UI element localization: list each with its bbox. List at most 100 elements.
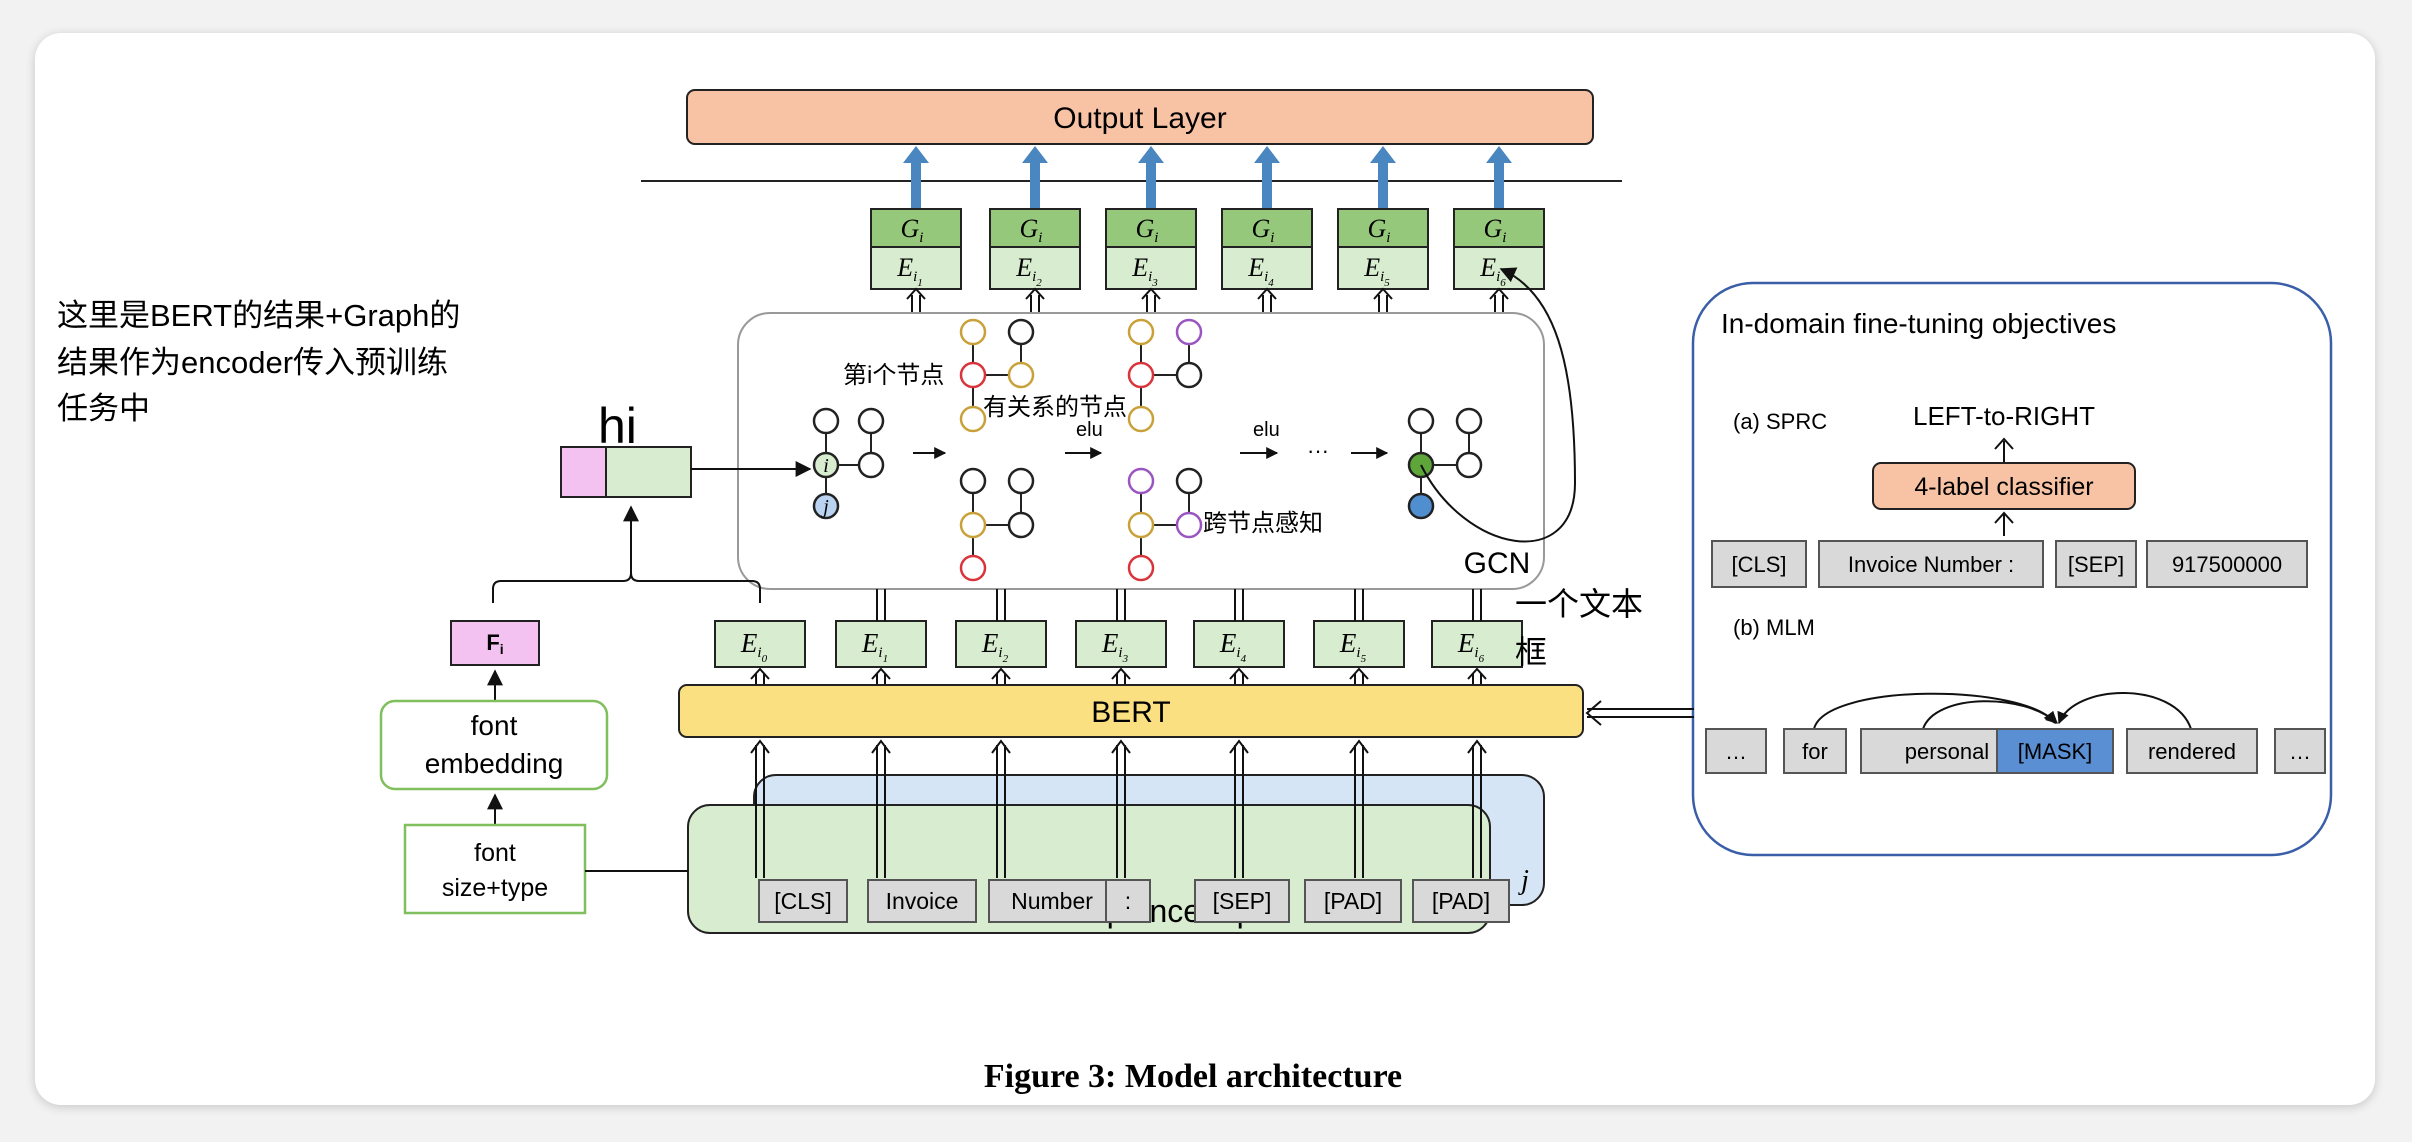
hi-bracket xyxy=(492,572,761,603)
e-box-lower xyxy=(1313,620,1405,668)
token-label: Invoice xyxy=(886,888,959,914)
sequence-token: [PAD] xyxy=(1304,739,1402,923)
e-box-lower xyxy=(1431,620,1523,668)
sequence-token: : xyxy=(1105,739,1151,923)
blue-arrow-head xyxy=(1138,146,1164,163)
g-box xyxy=(1453,208,1545,248)
e-label-lower: Ei1 xyxy=(861,628,888,665)
double-arrow xyxy=(1257,287,1277,313)
e-box-upper xyxy=(1105,246,1197,290)
double-arrow xyxy=(1229,667,1249,685)
font-size-type-line-2: size+type xyxy=(442,874,548,902)
font-embedding-box xyxy=(379,699,609,791)
graph-node xyxy=(1007,361,1035,389)
text-box-annotation-2: 框 xyxy=(1515,634,1547,670)
e-box-upper xyxy=(989,246,1081,290)
e-label-lower: Ei0 xyxy=(740,628,768,665)
blue-arrow-head xyxy=(903,146,929,163)
graph-node xyxy=(1007,467,1035,495)
font-embedding-line-1: font xyxy=(471,710,518,741)
finetune-title: In-domain fine-tuning objectives xyxy=(1721,308,2116,339)
elu-label-2: elu xyxy=(1253,419,1280,441)
e-label-upper: Ei5 xyxy=(1363,253,1390,289)
token-label: [PAD] xyxy=(1324,888,1382,914)
double-arrow xyxy=(871,667,891,685)
elu-label-1: elu xyxy=(1076,419,1103,441)
e-label-upper: Ei3 xyxy=(1131,253,1158,289)
sprc-token: [CLS] xyxy=(1711,540,1807,588)
sprc-token-box xyxy=(1711,540,1807,588)
g-label: Gi xyxy=(1020,214,1043,246)
g-label: Gi xyxy=(901,214,924,246)
e-to-gcn-double-line xyxy=(876,589,886,621)
bert-label: BERT xyxy=(1091,696,1170,729)
sprc-token-label: [SEP] xyxy=(2068,552,2124,577)
graph-node xyxy=(959,318,987,346)
token-box xyxy=(1412,879,1510,923)
gcn-ellipsis: ··· xyxy=(1307,438,1329,463)
hi-font-part xyxy=(560,446,607,498)
g-label: Gi xyxy=(1136,214,1159,246)
e-label-upper: Ei6 xyxy=(1479,253,1506,289)
token-label: [PAD] xyxy=(1432,888,1490,914)
e-box-lower xyxy=(1075,620,1167,668)
g-label: Gi xyxy=(1252,214,1275,246)
seq-j-label: j xyxy=(1518,865,1529,896)
token-box xyxy=(758,879,848,923)
e-label-lower: Ei5 xyxy=(1339,628,1367,665)
sprc-token-label: [CLS] xyxy=(1731,552,1786,577)
e-box-lower xyxy=(955,620,1047,668)
g-label: Gi xyxy=(1484,214,1507,246)
gcn-box xyxy=(737,312,1545,590)
graph-node xyxy=(1127,405,1155,433)
e-stack-item: Ei6 xyxy=(1431,589,1523,685)
double-arrow xyxy=(1467,667,1487,685)
text-box-annotation-1: 一个文本 xyxy=(1515,586,1643,622)
token-box xyxy=(867,879,977,923)
e-to-gcn-double-line xyxy=(1354,589,1364,621)
f-box xyxy=(450,620,540,666)
sprc-token-label: Invoice Number : xyxy=(1848,552,2014,577)
g-box xyxy=(1221,208,1313,248)
blue-arrow-head xyxy=(1486,146,1512,163)
e-label-lower: Ei2 xyxy=(981,628,1009,665)
node-j-letter: j xyxy=(820,496,829,518)
e-stack-item: Ei3 xyxy=(1075,589,1167,685)
classifier-box xyxy=(1872,462,2136,510)
hi-bert-part xyxy=(605,446,692,498)
sprc-label: (a) SPRC xyxy=(1733,409,1827,434)
blue-arrow-shaft xyxy=(1262,161,1272,209)
node-i-letter: i xyxy=(823,455,829,477)
graph-node-target xyxy=(959,361,987,389)
graph-node xyxy=(959,405,987,433)
mlm-token-label: rendered xyxy=(2148,739,2236,764)
token-to-bert-arrow xyxy=(1349,739,1369,878)
sprc-token-label: 917500000 xyxy=(2172,552,2282,577)
sequence-token: [PAD] xyxy=(1412,739,1510,923)
graph-node-target xyxy=(1127,554,1155,582)
sprc-token: [SEP] xyxy=(2055,540,2137,588)
graph-node xyxy=(1007,318,1035,346)
gcn-label: GCN xyxy=(1464,547,1531,580)
font-size-type-line-1: font xyxy=(474,839,516,867)
figure-card: 这里是BERT的结果+Graph的 结果作为encoder传入预训练 任务中 O… xyxy=(35,33,2375,1105)
e-stack-item: Ei1 xyxy=(835,589,927,685)
graph-node xyxy=(857,407,885,435)
blue-arrow-head xyxy=(1022,146,1048,163)
note-line-3: 任务中 xyxy=(57,391,150,426)
blue-arrow-shaft xyxy=(1494,161,1504,209)
output-layer-box xyxy=(686,89,1594,145)
double-arrow xyxy=(1025,287,1045,313)
graph-node xyxy=(959,467,987,495)
sprc-token-box xyxy=(2146,540,2308,588)
e-box-upper xyxy=(1221,246,1313,290)
e-label-lower: Ei4 xyxy=(1219,628,1247,665)
note-line-1: 这里是BERT的结果+Graph的 xyxy=(57,298,460,333)
mlm-token: … xyxy=(1705,728,1767,774)
mlm-token-box xyxy=(2126,728,2258,774)
